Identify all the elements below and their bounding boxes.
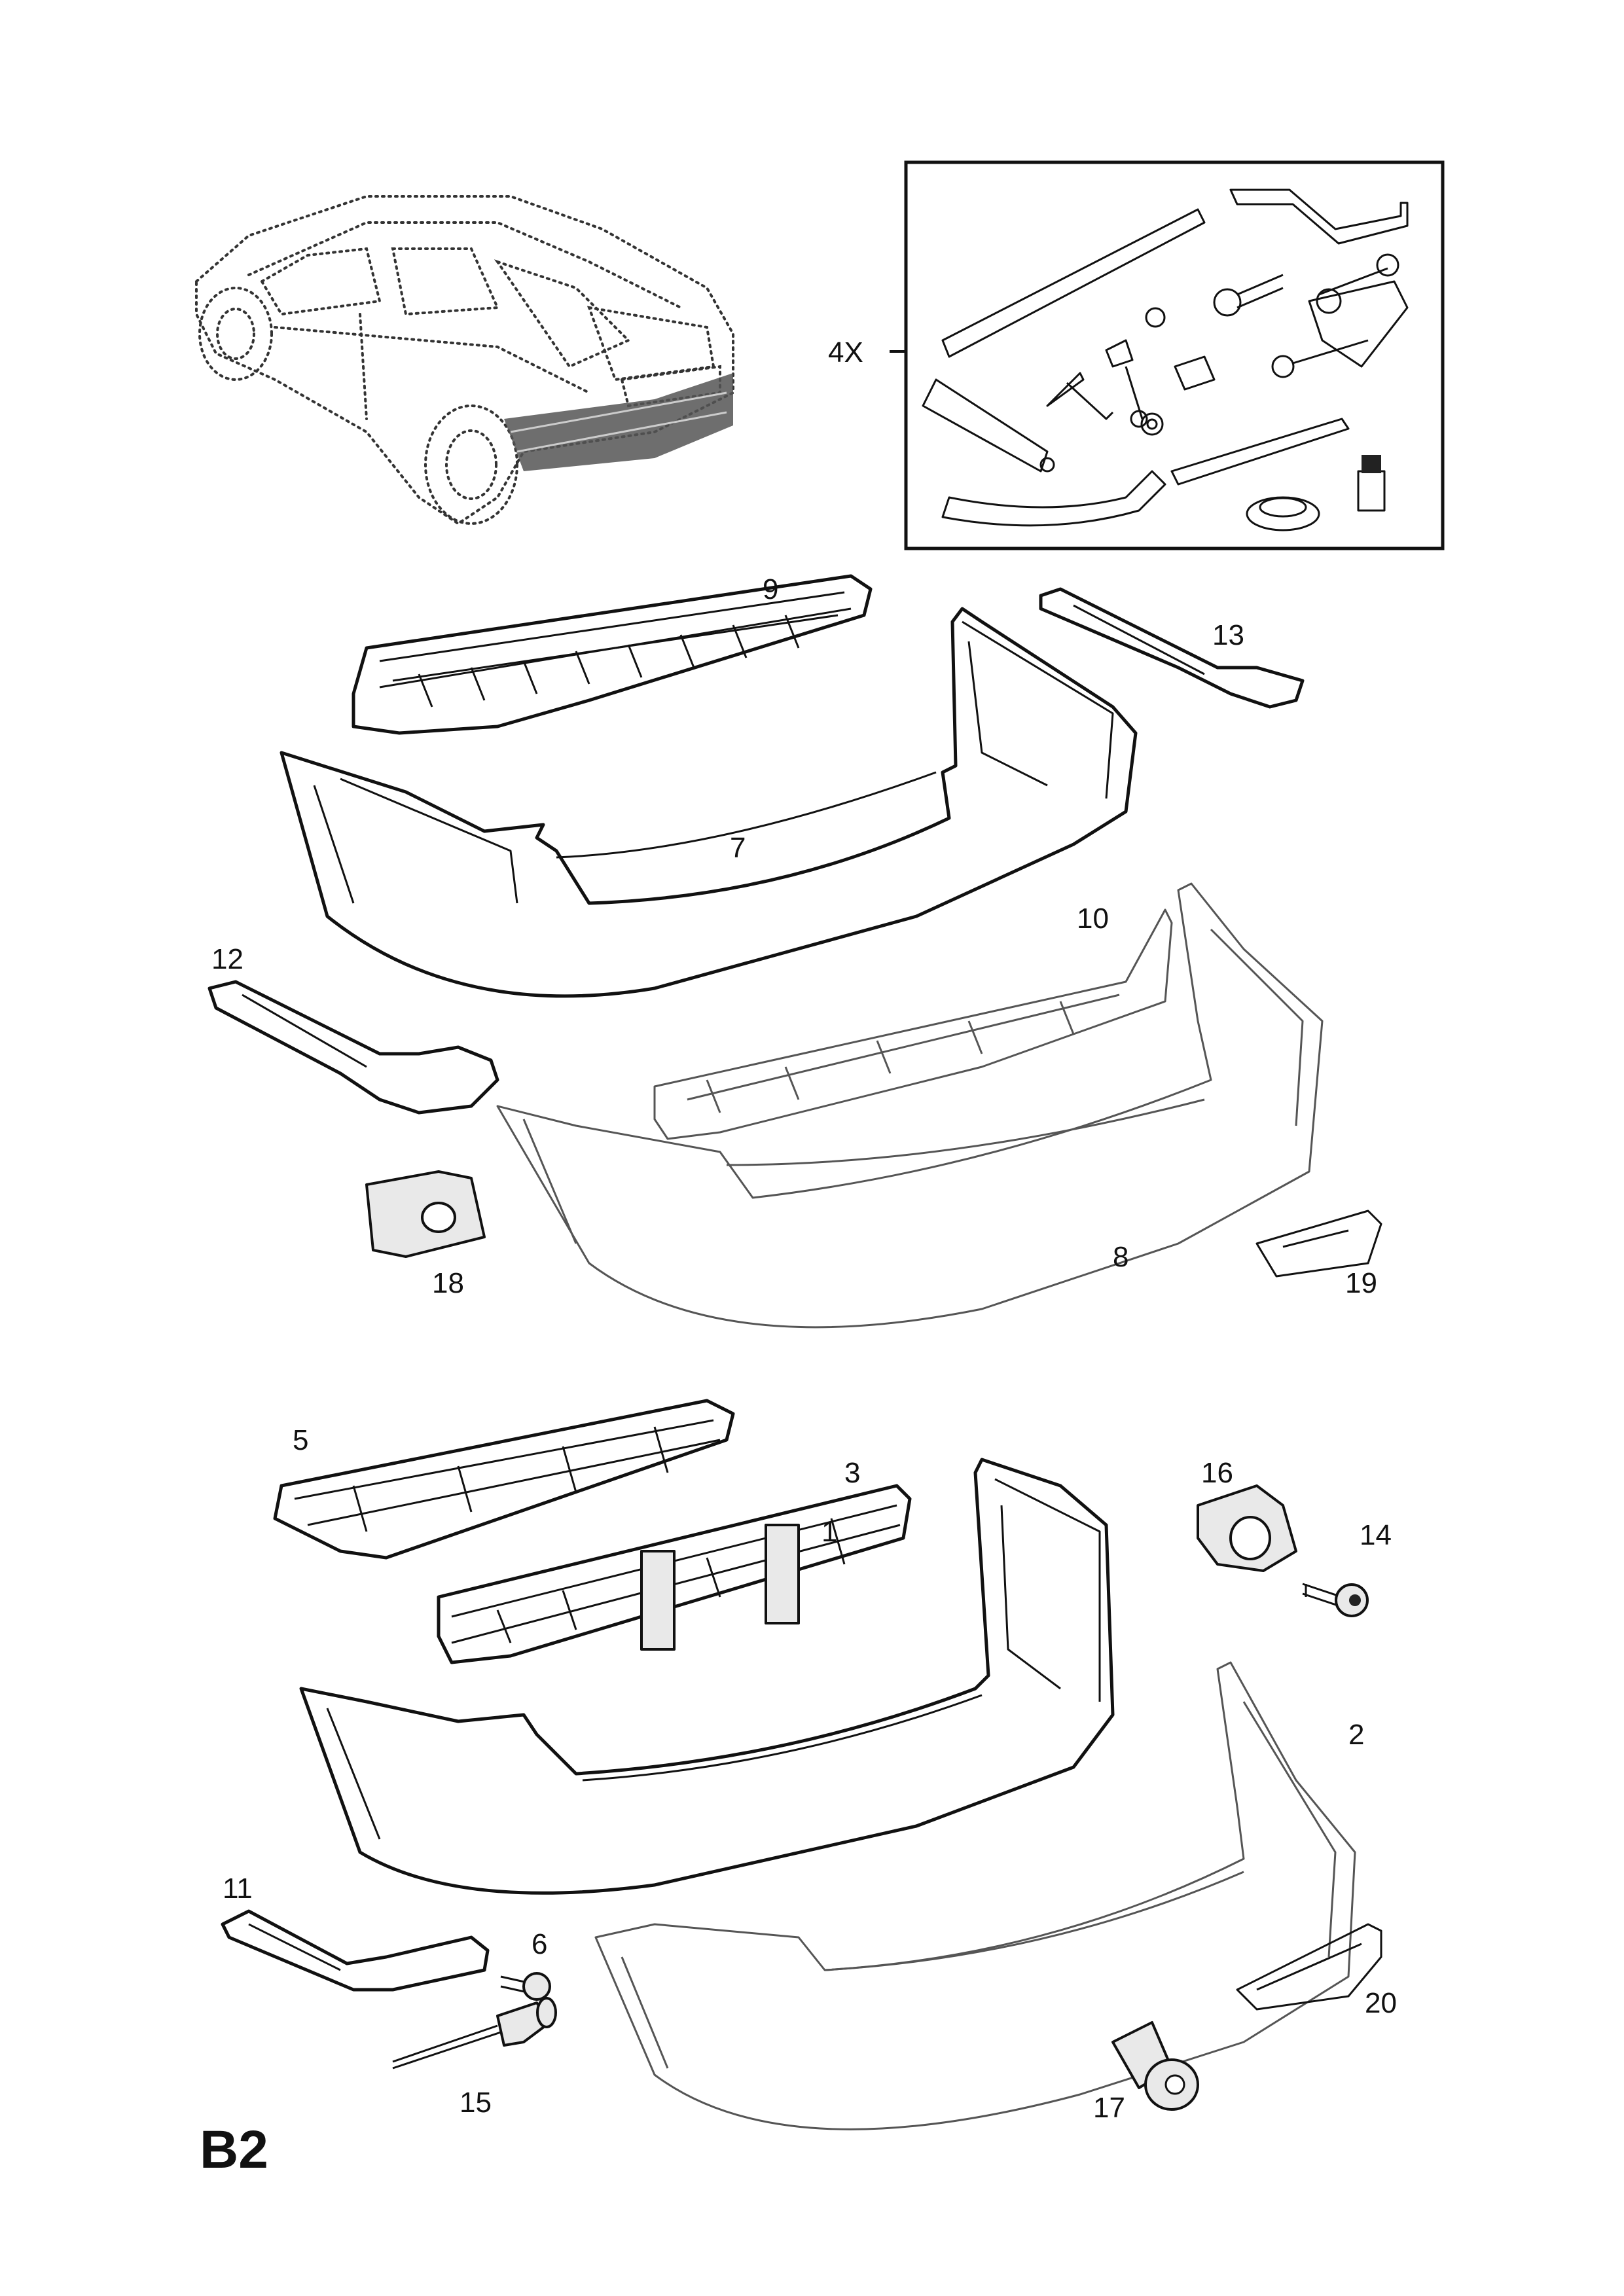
part-17-push-pin [1111, 2021, 1199, 2111]
callout-1: 1 [821, 1516, 837, 1548]
callout-15: 15 [460, 2087, 492, 2119]
callout-2: 2 [1348, 1719, 1364, 1751]
kit-quantity-label: 4X [828, 336, 863, 368]
callout-14: 14 [1360, 1519, 1392, 1551]
callout-18: 18 [432, 1267, 464, 1299]
part-19-bracket [1255, 1210, 1382, 1278]
part-5-energy-absorber [273, 1399, 735, 1560]
part-2-bumper-cover [594, 1661, 1356, 2130]
part-7-bumper-cover [280, 607, 1138, 998]
part-14-screw [1302, 1583, 1369, 1617]
callout-7: 7 [730, 832, 746, 864]
car-overview-illustration [195, 195, 734, 526]
callout-8: 8 [1113, 1241, 1128, 1273]
part-18-clip [365, 1170, 486, 1258]
callout-10: 10 [1077, 903, 1109, 935]
part-1-bumper-cover [299, 1458, 1115, 1895]
callout-6: 6 [532, 1928, 547, 1960]
part-15-rivet [392, 1997, 557, 2070]
part-12-bracket [208, 980, 499, 1115]
callout-17: 17 [1093, 2092, 1125, 2124]
callout-20: 20 [1365, 1987, 1397, 2019]
part-3-energy-absorber [437, 1484, 912, 1664]
part-10-energy-absorber [653, 908, 1173, 1140]
part-11-bracket [221, 1909, 490, 1992]
callout-9: 9 [763, 573, 778, 605]
part-20-bracket [1236, 1923, 1382, 2011]
callout-5: 5 [293, 1424, 308, 1456]
part-6-screw [500, 1972, 551, 2001]
page-code: B2 [200, 2120, 268, 2179]
part-16-grommet [1197, 1484, 1297, 1572]
part-9-energy-absorber [352, 574, 873, 735]
callout-19: 19 [1345, 1267, 1377, 1299]
callout-12: 12 [211, 943, 244, 975]
callout-16: 16 [1201, 1457, 1233, 1489]
callout-11: 11 [223, 1873, 253, 1905]
part-8-bumper-cover [496, 882, 1324, 1329]
repair-kit-box [890, 160, 1445, 550]
callout-13: 13 [1212, 619, 1244, 651]
callout-3: 3 [844, 1457, 860, 1489]
callout-labels: 1 2 3 5 6 7 8 9 10 11 12 13 14 15 16 17 … [211, 336, 1397, 2124]
part-13-bracket [1039, 587, 1305, 709]
